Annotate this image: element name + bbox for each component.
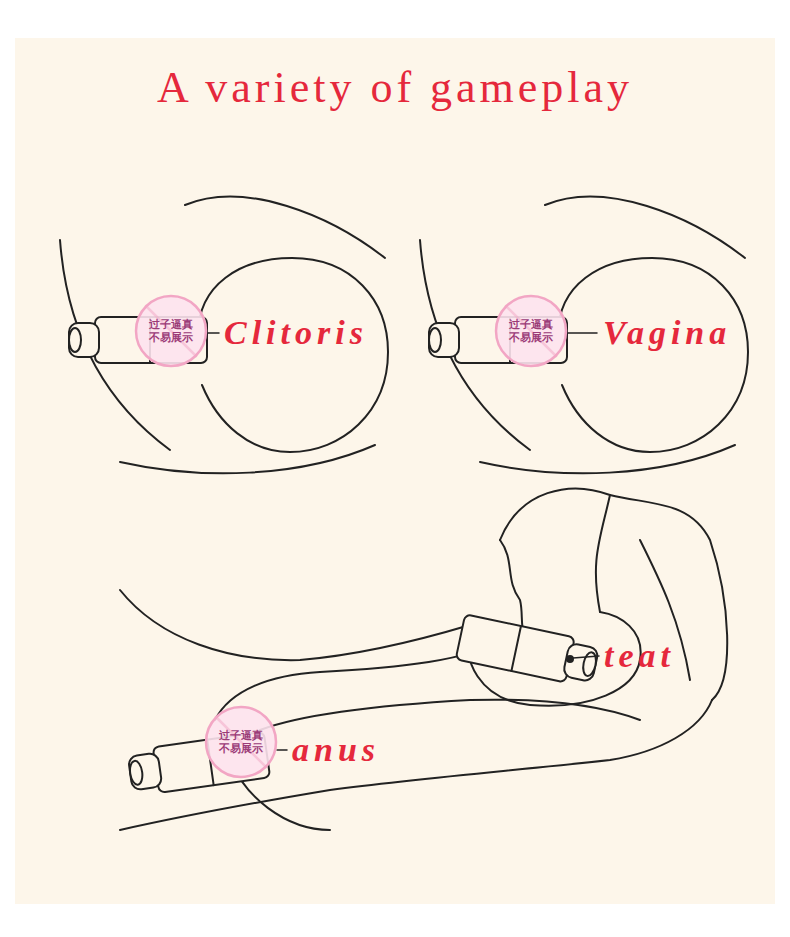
body-outline [558,258,748,452]
body-outline [545,197,745,258]
leader-line [277,749,287,751]
vibrator-symbol [456,614,601,688]
body-outline [260,700,640,730]
censor-stamp [496,296,566,366]
censor-stamp [136,296,206,366]
watermark: 过子逼真 不易展示 [142,318,200,344]
watermark: 过子逼真 不易展示 [212,729,270,755]
body-outline [120,700,712,830]
part-label: anus [292,730,380,770]
part-label: teat [604,636,675,676]
watermark: 过子逼真 不易展示 [502,318,560,344]
body-outline [120,445,375,473]
body-outline [480,445,735,473]
leader-line [567,332,597,334]
censor-stamp [136,296,566,777]
background-panel [15,38,775,904]
body-outline [120,489,727,830]
title: A variety of gameplay [0,62,790,113]
leader-dot [567,656,573,662]
body-outline [120,590,470,660]
body-outline [185,197,385,258]
body-outline [60,197,388,474]
body-outline [198,258,388,452]
censor-stamp [206,707,276,777]
body-outline [420,197,748,474]
part-label: Clitoris [224,313,368,353]
part-label: Vagina [603,313,731,353]
leader-line [573,656,599,658]
leader-line [207,332,219,334]
